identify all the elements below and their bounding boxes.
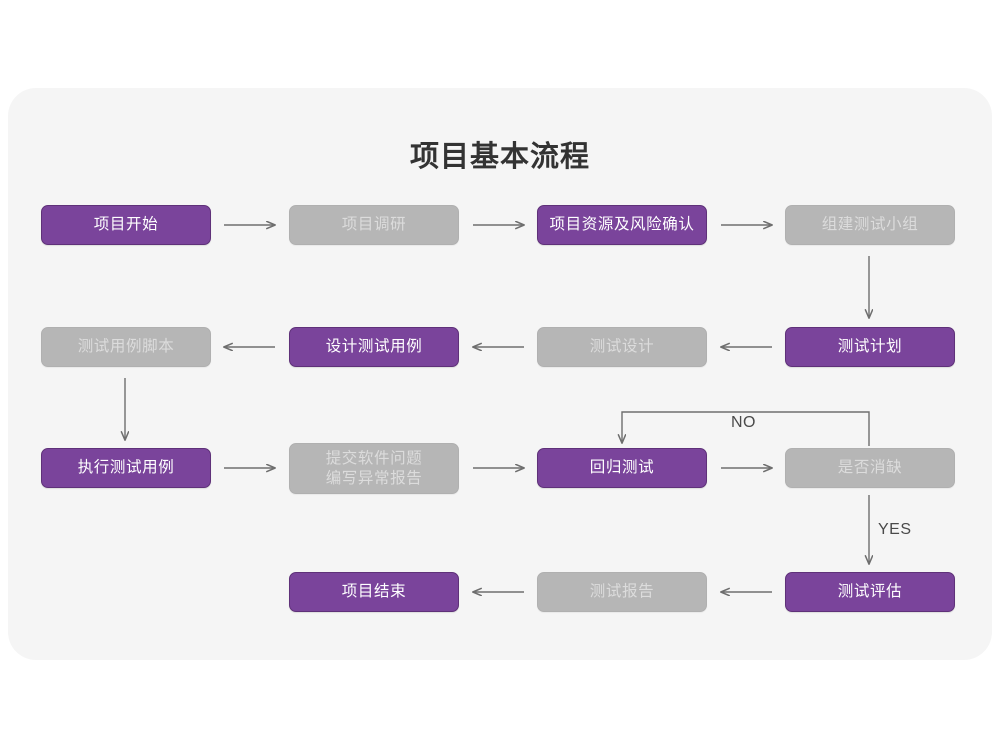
node-defect-cleared[interactable]: 是否消缺: [785, 448, 955, 488]
node-regression-test[interactable]: 回归测试: [537, 448, 707, 488]
edge-label-no: NO: [731, 414, 756, 431]
node-form-test-team[interactable]: 组建测试小组: [785, 205, 955, 245]
node-test-plan[interactable]: 测试计划: [785, 327, 955, 367]
node-label: 项目资源及风险确认: [549, 216, 695, 233]
node-label: 测试计划: [837, 338, 903, 355]
node-resource-risk-confirm[interactable]: 项目资源及风险确认: [537, 205, 707, 245]
node-label: 是否消缺: [837, 459, 903, 476]
node-label: 项目开始: [93, 216, 159, 233]
node-test-report[interactable]: 测试报告: [537, 572, 707, 612]
node-test-evaluation[interactable]: 测试评估: [785, 572, 955, 612]
edge-label-yes: YES: [878, 521, 912, 538]
node-test-design[interactable]: 测试设计: [537, 327, 707, 367]
flowchart-card: [8, 88, 992, 660]
node-execute-test-case[interactable]: 执行测试用例: [41, 448, 211, 488]
node-label: 组建测试小组: [821, 216, 919, 233]
node-label: 项目结束: [341, 583, 407, 600]
node-design-test-case[interactable]: 设计测试用例: [289, 327, 459, 367]
node-project-research[interactable]: 项目调研: [289, 205, 459, 245]
node-label: 执行测试用例: [77, 459, 175, 476]
node-label: 回归测试: [589, 459, 655, 476]
node-test-case-script[interactable]: 测试用例脚本: [41, 327, 211, 367]
node-label: 测试报告: [589, 583, 655, 600]
node-label-line-1: 提交软件问题: [325, 449, 423, 467]
node-submit-issue-report[interactable]: 提交软件问题 编写异常报告: [289, 443, 459, 494]
node-project-start[interactable]: 项目开始: [41, 205, 211, 245]
node-project-end[interactable]: 项目结束: [289, 572, 459, 612]
node-label: 测试评估: [837, 583, 903, 600]
node-label: 设计测试用例: [325, 338, 423, 355]
node-label: 项目调研: [341, 216, 407, 233]
node-label-line-2: 编写异常报告: [325, 469, 423, 487]
node-label: 测试设计: [589, 338, 655, 355]
page-title: 项目基本流程: [409, 141, 590, 173]
node-label-multiline: 提交软件问题 编写异常报告: [326, 449, 423, 489]
node-label: 测试用例脚本: [77, 338, 175, 355]
